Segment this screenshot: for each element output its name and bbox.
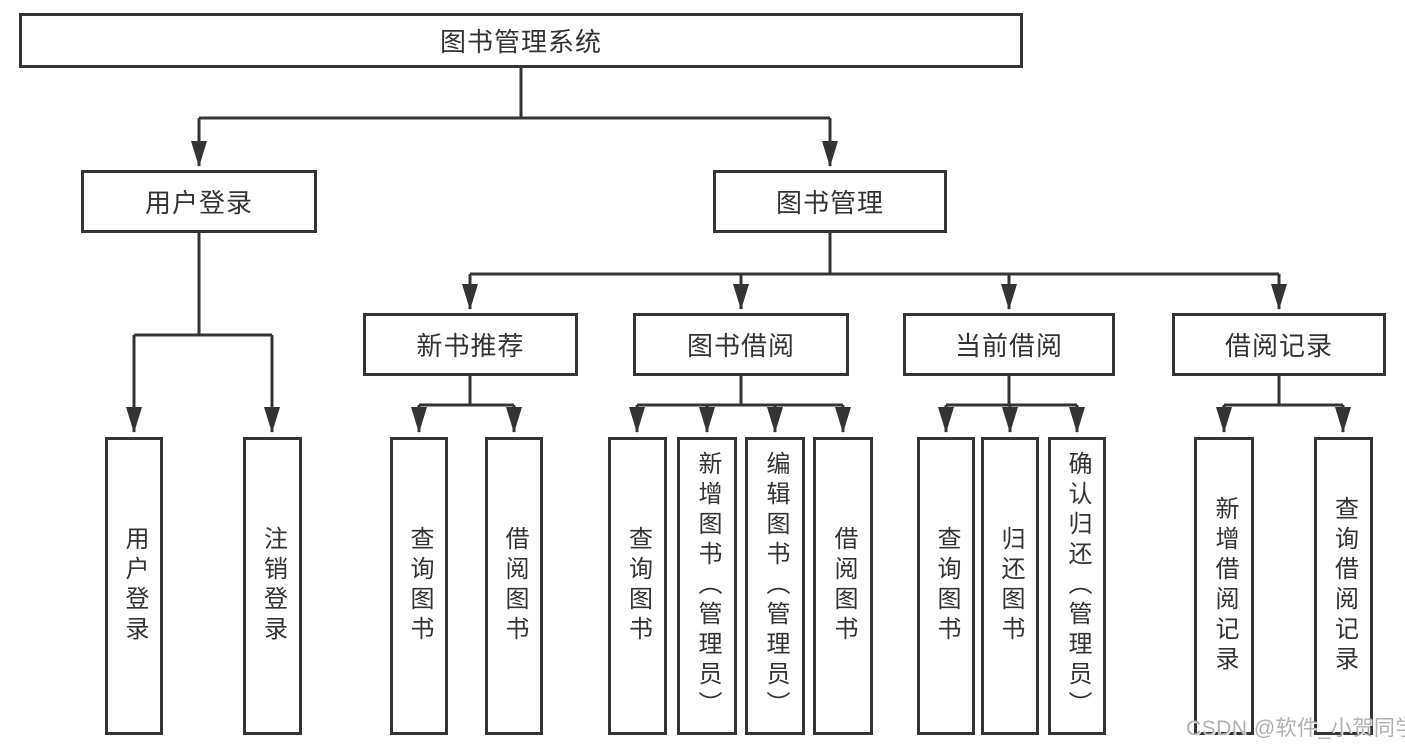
watermark: CSDN @软件_小贺同学: [1186, 717, 1405, 740]
leaf-logout: 注销登录: [243, 437, 302, 735]
leaf-confirm-return-admin-label: 确认归还（管理员）: [1064, 451, 1091, 721]
leaf-query-books-3-label: 查询图书: [933, 526, 960, 646]
node-book-management: 图书管理: [713, 170, 947, 233]
node-current-borrowing-label: 当前借阅: [954, 331, 1063, 361]
connector-segments: [134, 68, 1343, 407]
leaf-add-borrow-record-label: 新增借阅记录: [1211, 496, 1238, 676]
node-library-system: 图书管理系统: [19, 13, 1023, 68]
node-new-book-recommend-label: 新书推荐: [416, 331, 525, 361]
leaf-query-books-1: 查询图书: [390, 437, 448, 735]
node-library-system-label: 图书管理系统: [439, 27, 602, 57]
leaf-add-books-admin-label: 新增图书（管理员）: [694, 451, 721, 721]
leaf-query-books-1-label: 查询图书: [406, 526, 433, 646]
leaf-query-borrow-record: 查询借阅记录: [1314, 437, 1373, 735]
node-borrowing-records: 借阅记录: [1172, 313, 1386, 376]
leaf-edit-books-admin-label: 编辑图书（管理员）: [762, 451, 789, 721]
leaf-return-books: 归还图书: [981, 437, 1039, 735]
node-book-borrowing-label: 图书借阅: [686, 331, 795, 361]
connector-arrows: [126, 118, 1351, 433]
node-new-book-recommend: 新书推荐: [363, 313, 578, 376]
leaf-borrow-books-2-label: 借阅图书: [830, 526, 857, 646]
node-current-borrowing: 当前借阅: [903, 313, 1115, 376]
leaf-borrow-books-1-label: 借阅图书: [501, 526, 528, 646]
leaf-query-books-3: 查询图书: [917, 437, 975, 735]
leaf-query-books-2: 查询图书: [608, 437, 667, 735]
leaf-query-books-2-label: 查询图书: [624, 526, 652, 646]
leaf-return-books-label: 归还图书: [997, 526, 1024, 646]
node-book-management-label: 图书管理: [775, 188, 884, 218]
node-borrowing-records-label: 借阅记录: [1224, 331, 1333, 361]
node-user-login-label: 用户登录: [144, 188, 253, 218]
leaf-add-borrow-record: 新增借阅记录: [1194, 437, 1254, 735]
leaf-user-login: 用户登录: [105, 437, 163, 735]
leaf-query-borrow-record-label: 查询借阅记录: [1330, 496, 1358, 676]
leaf-borrow-books-2: 借阅图书: [813, 437, 873, 735]
leaf-logout-label: 注销登录: [259, 526, 287, 646]
leaf-edit-books-admin: 编辑图书（管理员）: [745, 437, 805, 735]
node-user-login: 用户登录: [81, 170, 317, 233]
leaf-add-books-admin: 新增图书（管理员）: [677, 437, 737, 735]
leaf-user-login-label: 用户登录: [121, 526, 148, 646]
node-book-borrowing: 图书借阅: [633, 313, 849, 376]
leaf-borrow-books-1: 借阅图书: [485, 437, 543, 735]
leaf-confirm-return-admin: 确认归还（管理员）: [1048, 437, 1106, 735]
